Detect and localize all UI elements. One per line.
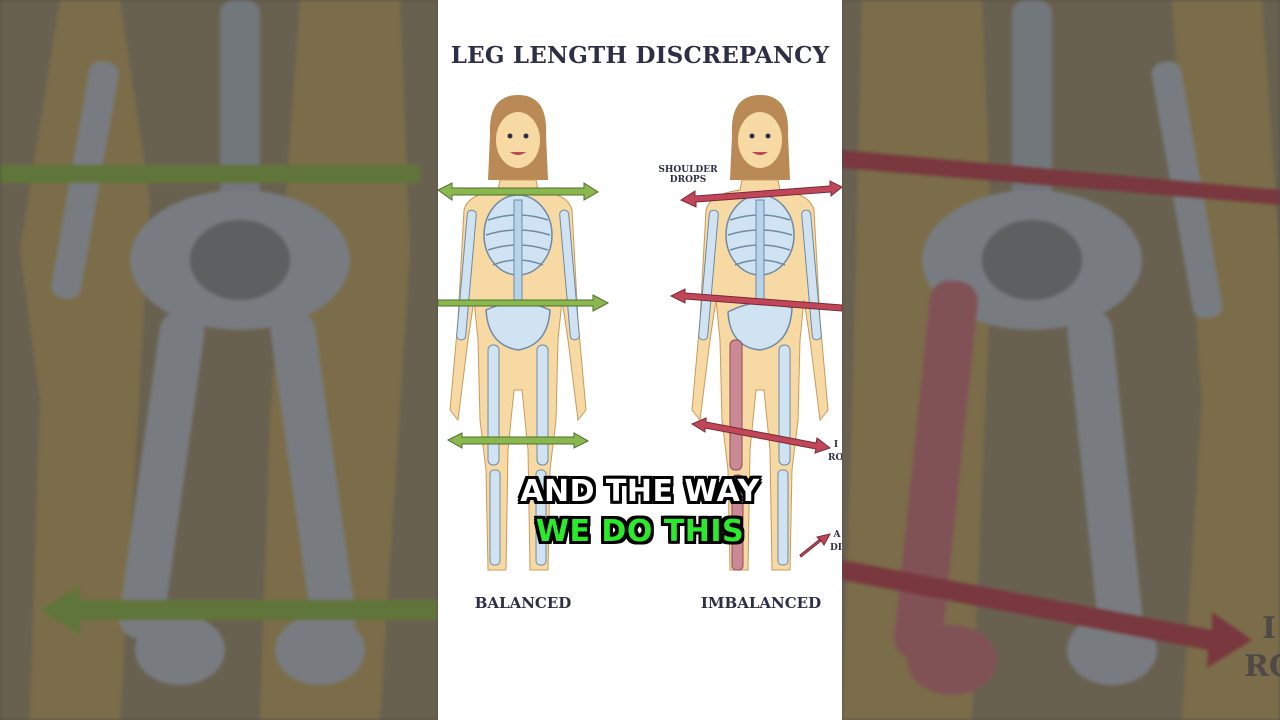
balanced-arrows	[438, 182, 610, 449]
ankle-partial-label: A	[833, 530, 841, 540]
background-left	[0, 0, 438, 720]
background-right: I RO	[842, 0, 1280, 720]
background-skeleton-left	[0, 0, 438, 720]
infographic-panel: LEG LENGTH DISCREPANCY	[438, 0, 842, 720]
knee-partial-label: I	[833, 440, 839, 450]
hip-level-arrow	[438, 294, 610, 312]
ankle-partial-label-2: DI	[830, 543, 842, 553]
imbalanced-label: IMBALANCED	[700, 594, 822, 612]
knee-level-arrow	[446, 432, 590, 449]
hip-tilt-arrow	[669, 288, 842, 312]
imbalanced-arrows	[669, 180, 842, 558]
ankle-drop-arrow	[799, 533, 831, 558]
knee-partial-label-2: RO	[828, 453, 842, 463]
knee-rotation-arrow	[690, 417, 832, 454]
background-dim-overlay	[842, 0, 1280, 720]
balanced-label: BALANCED	[474, 594, 572, 612]
shoulder-drops-label: SHOULDER DROPS	[658, 165, 718, 186]
caption-line-2: WE DO THIS	[535, 514, 745, 549]
imbalanced-skeleton-illustration	[691, 95, 829, 571]
infographic-title: LEG LENGTH DISCREPANCY	[450, 42, 830, 69]
background-skeleton-right	[842, 0, 1280, 720]
background-dim-overlay	[0, 0, 438, 720]
shoulder-level-arrow	[438, 182, 599, 201]
caption-line-1: AND THE WAY	[520, 474, 760, 509]
balanced-skeleton-illustration	[449, 95, 587, 571]
background-partial-label: RO	[1244, 649, 1280, 684]
background-partial-label: I	[1262, 611, 1277, 646]
shoulder-drop-arrow	[679, 180, 842, 208]
